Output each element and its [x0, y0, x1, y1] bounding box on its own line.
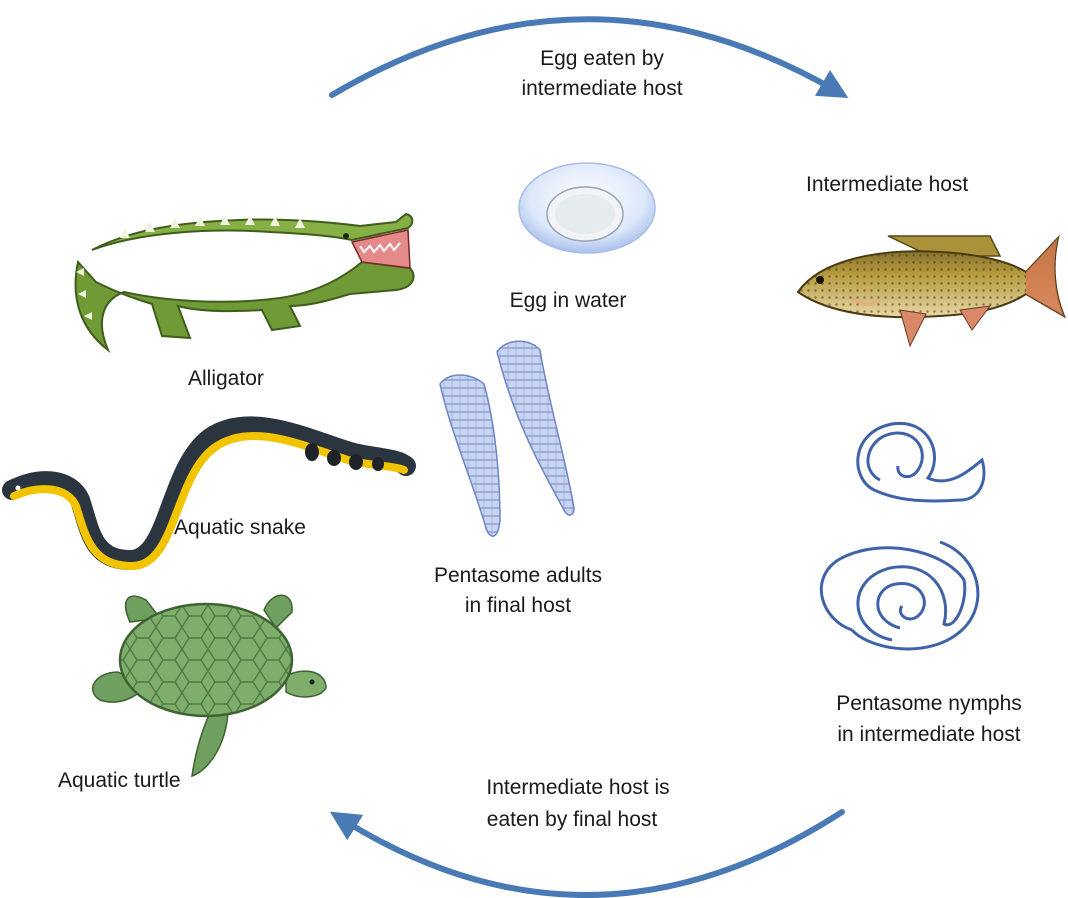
- alligator-illustration: [76, 214, 414, 350]
- pentasome-nymphs-illustration: [821, 423, 984, 649]
- egg-eaten-label-line1: Egg eaten by: [540, 44, 664, 73]
- aquatic-snake-label: Aquatic snake: [174, 513, 306, 542]
- eaten-by-final-host-label-line2: eaten by final host: [487, 805, 657, 834]
- pentasome-adults-label-line1: Pentasome adults: [434, 561, 602, 590]
- egg-in-water-label: Egg in water: [510, 286, 627, 315]
- snake-illustration: [12, 426, 406, 566]
- alligator-label: Alligator: [188, 364, 264, 393]
- aquatic-turtle-label: Aquatic turtle: [58, 766, 181, 795]
- egg-illustration: [519, 163, 655, 253]
- fish-illustration: [798, 236, 1064, 346]
- intermediate-host-label: Intermediate host: [806, 170, 968, 199]
- pentasome-adults-illustration: [440, 341, 574, 536]
- eaten-by-final-host-label-line1: Intermediate host is: [486, 773, 669, 802]
- turtle-illustration: [93, 595, 326, 776]
- pentasome-nymphs-label-line1: Pentasome nymphs: [836, 689, 1022, 718]
- pentasome-nymphs-label-line2: in intermediate host: [837, 720, 1020, 749]
- pentasome-adults-label-line2: in final host: [465, 591, 571, 620]
- egg-eaten-label-line2: intermediate host: [521, 74, 682, 103]
